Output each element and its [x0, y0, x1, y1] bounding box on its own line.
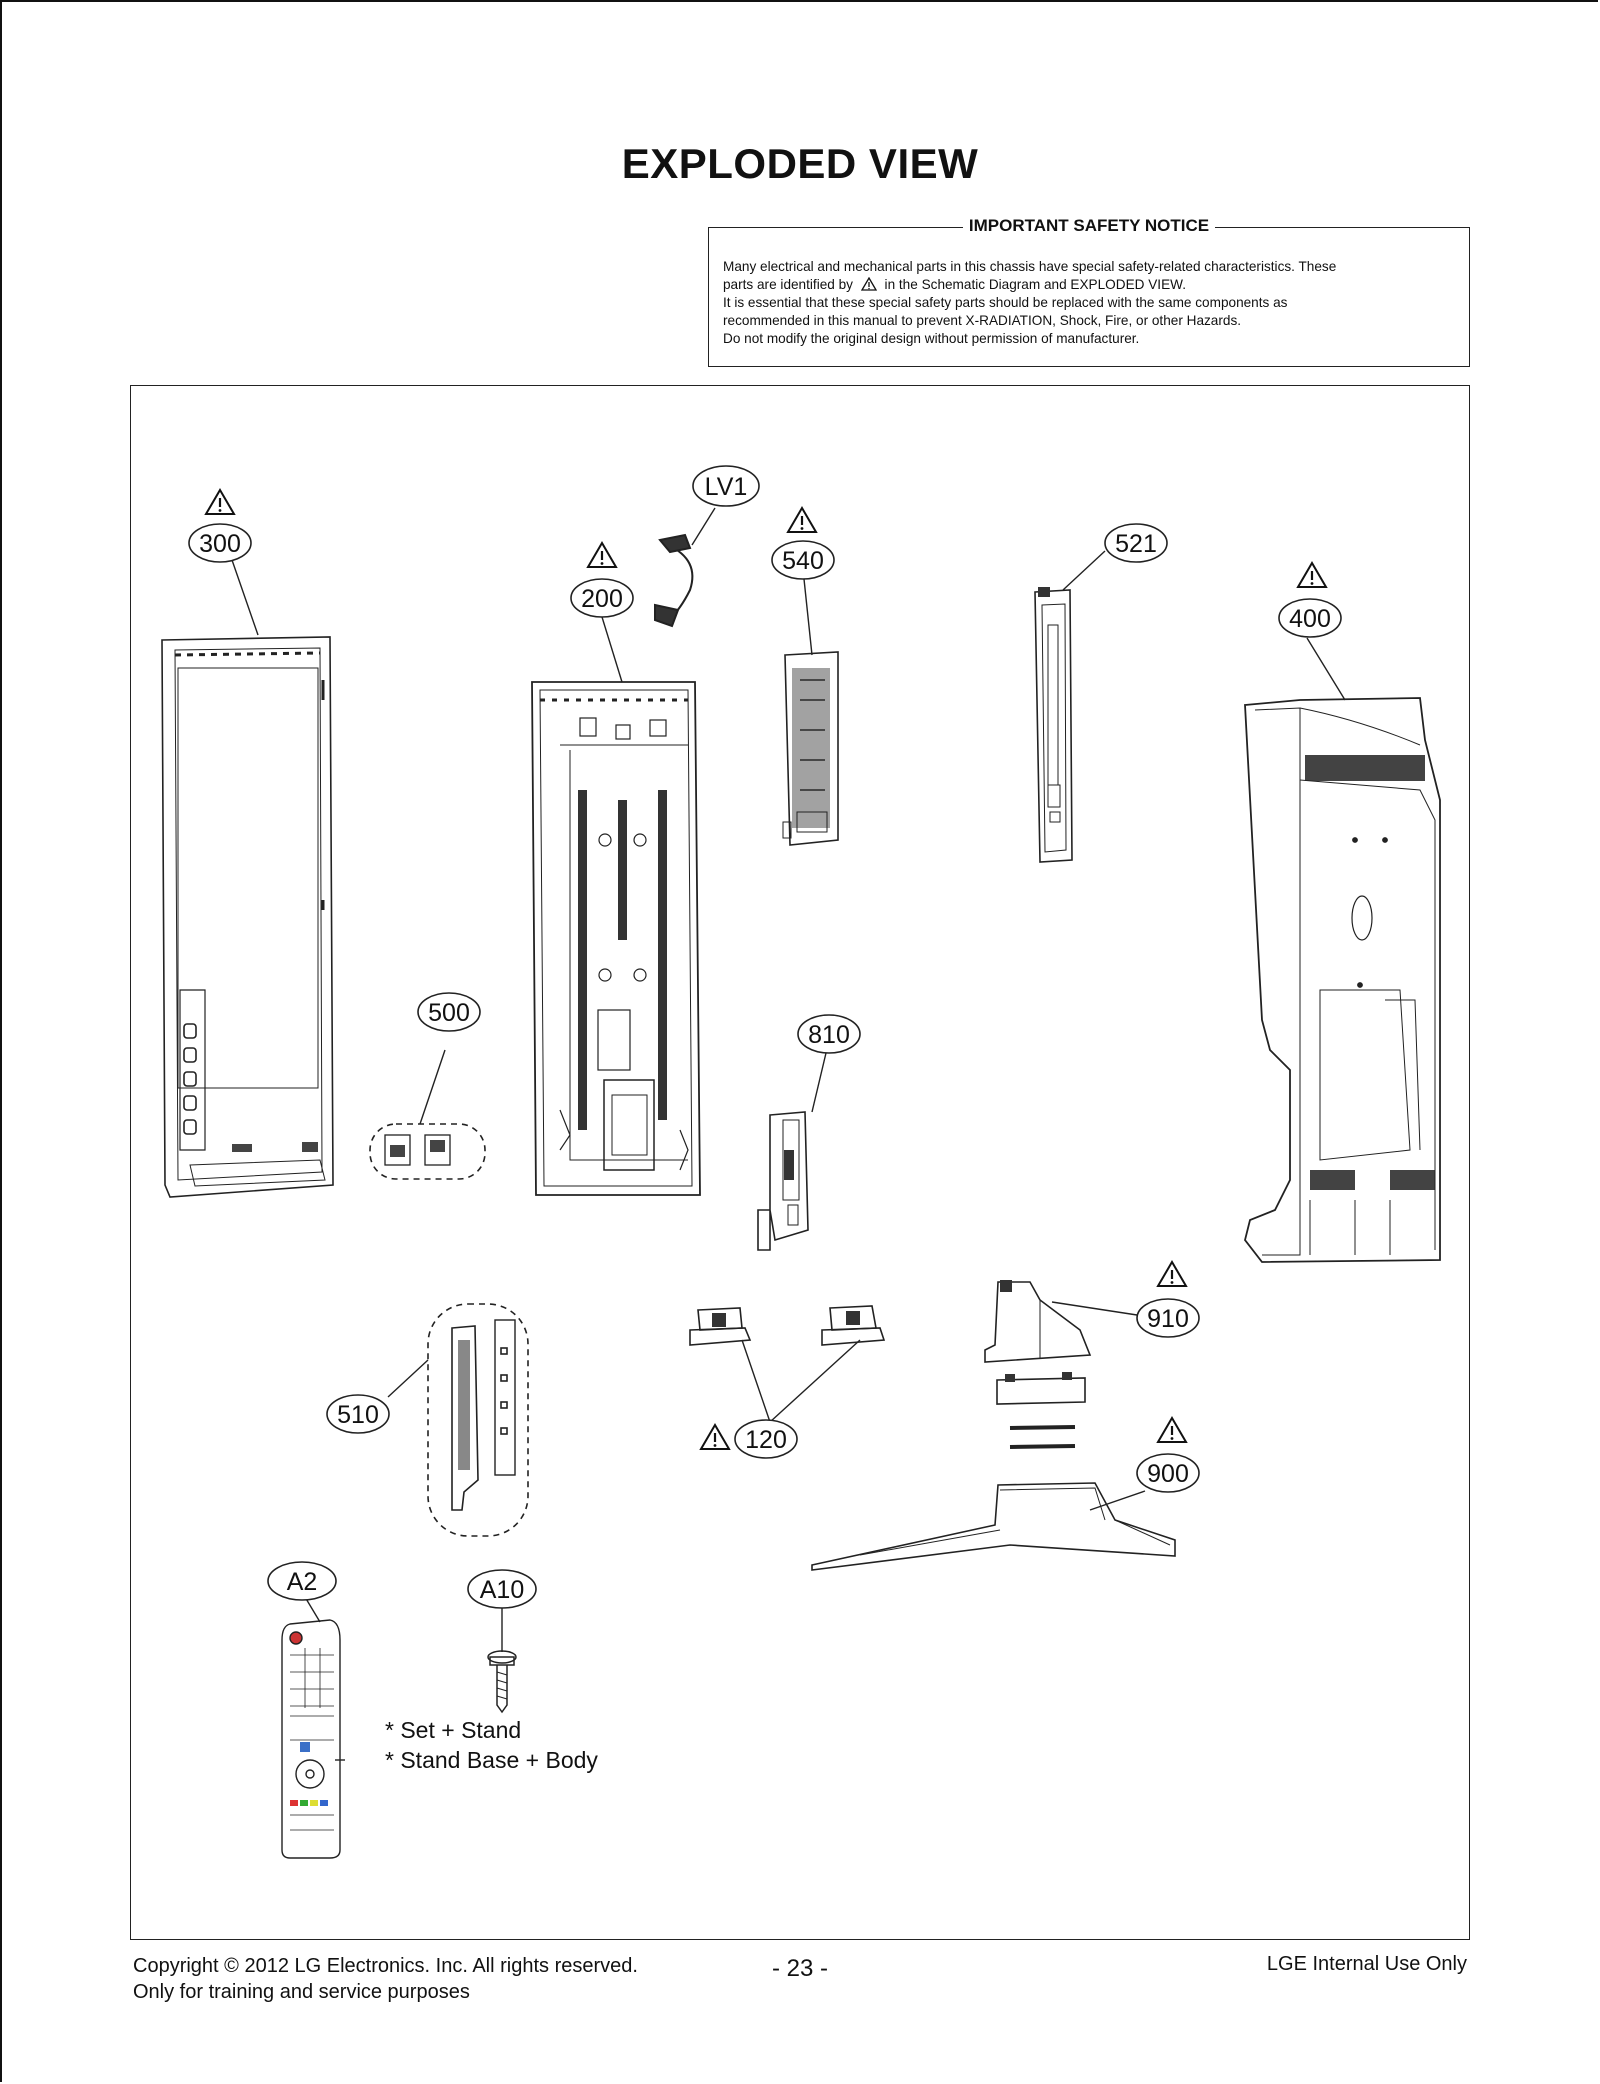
part-200-rear-frame — [531, 681, 701, 1196]
callout-120: 120 — [734, 1419, 798, 1459]
warning-triangle-icon — [204, 488, 236, 516]
callout-a2: A2 — [267, 1561, 337, 1601]
part-900-stand-base — [811, 1482, 1176, 1571]
notice-line-4: recommended in this manual to prevent X-… — [723, 313, 1242, 328]
svg-text:900: 900 — [1147, 1460, 1189, 1488]
part-a10-screw — [487, 1650, 517, 1714]
part-500-small-parts — [369, 1123, 486, 1180]
page-number: - 23 - — [771, 1955, 828, 1982]
footer-copyright: Copyright © 2012 LG Electronics. Inc. Al… — [133, 1955, 638, 1977]
callout-300: 300 — [188, 523, 252, 563]
svg-text:LV1: LV1 — [705, 473, 748, 501]
svg-text:A2: A2 — [287, 1568, 318, 1596]
part-810-bracket — [757, 1111, 809, 1251]
part-510-key-buttons — [427, 1303, 529, 1537]
leader-lines — [231, 507, 1346, 1761]
callout-521: 521 — [1104, 523, 1168, 563]
callout-900: 900 — [1136, 1453, 1200, 1493]
callout-910: 910 — [1136, 1298, 1200, 1338]
callout-540: 540 — [771, 540, 835, 580]
svg-text:810: 810 — [808, 1021, 850, 1049]
part-910-stand-neck — [984, 1280, 1092, 1449]
svg-text:200: 200 — [581, 585, 623, 613]
part-400-back-cover — [1244, 697, 1441, 1263]
svg-text:120: 120 — [745, 1426, 787, 1454]
warning-triangle-icon — [1156, 1260, 1188, 1288]
notice-line-3: It is essential that these special safet… — [723, 295, 1288, 310]
part-120-feet — [689, 1305, 886, 1346]
part-300-front-cabinet — [161, 636, 334, 1198]
notice-line-1: Many electrical and mechanical parts in … — [723, 259, 1337, 274]
warning-triangle-icon — [860, 277, 877, 291]
footer-internal-use: LGE Internal Use Only — [1266, 1953, 1467, 1975]
callout-200: 200 — [570, 578, 634, 618]
callout-400: 400 — [1278, 598, 1342, 638]
part-521-side-bracket — [1034, 587, 1073, 863]
callout-510: 510 — [326, 1394, 390, 1434]
svg-text:500: 500 — [428, 999, 470, 1027]
svg-text:540: 540 — [782, 547, 824, 575]
part-a2-remote-control — [281, 1619, 341, 1859]
svg-text:510: 510 — [337, 1401, 379, 1429]
warning-triangle-icon — [786, 506, 818, 534]
callout-lv1: LV1 — [692, 465, 760, 507]
svg-text:910: 910 — [1147, 1305, 1189, 1333]
note-set-stand: * Set + Stand — [385, 1717, 522, 1743]
svg-text:300: 300 — [199, 530, 241, 558]
footer-purpose: Only for training and service purposes — [133, 1981, 470, 2003]
warning-triangle-icon — [1296, 561, 1328, 589]
safety-notice-title: IMPORTANT SAFETY NOTICE — [962, 216, 1216, 235]
footer-copyright-block: Copyright © 2012 LG Electronics. Inc. Al… — [133, 1953, 638, 2005]
svg-text:A10: A10 — [480, 1576, 524, 1604]
warning-triangle-icon — [586, 541, 618, 569]
warning-triangle-icon — [1156, 1416, 1188, 1444]
callout-500: 500 — [417, 992, 481, 1032]
svg-text:400: 400 — [1289, 605, 1331, 633]
page-title: EXPLODED VIEW — [621, 140, 979, 187]
callout-810: 810 — [797, 1014, 861, 1054]
warning-triangle-icon — [699, 1423, 731, 1451]
svg-text:521: 521 — [1115, 530, 1157, 558]
part-lv1-cable — [654, 533, 694, 628]
callout-a10: A10 — [467, 1569, 537, 1609]
part-540-main-board — [782, 651, 839, 846]
exploded-view-frame — [130, 385, 1470, 1940]
note-stand-base-body: * Stand Base + Body — [385, 1747, 598, 1773]
notice-line-2: parts are identified by in the Schematic… — [723, 277, 1186, 292]
safety-notice-box: IMPORTANT SAFETY NOTICE Many electrical … — [708, 216, 1470, 367]
notice-line-5: Do not modify the original design withou… — [723, 331, 1140, 346]
safety-notice-body: Many electrical and mechanical parts in … — [723, 258, 1455, 348]
